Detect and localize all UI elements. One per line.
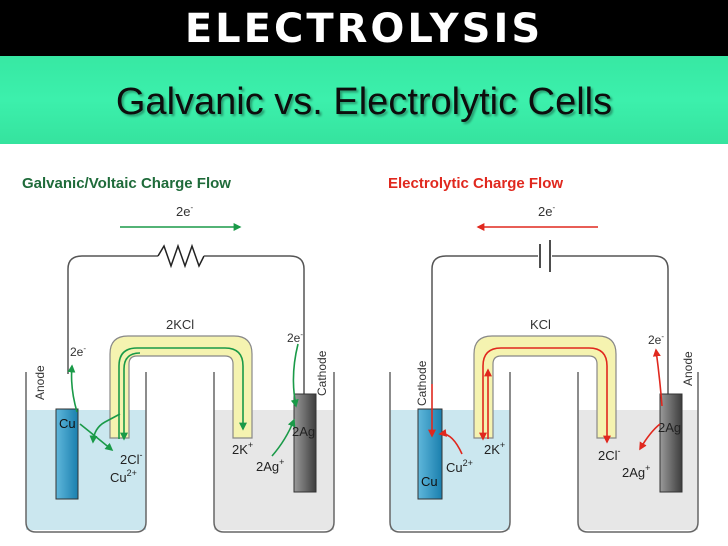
electrolytic-cathode-ion: Cu2+	[446, 458, 473, 475]
electrolytic-arrow-anode-up	[652, 348, 663, 407]
electrolytic-anode-ion: 2Ag+	[622, 463, 650, 480]
electrolytic-bridge-arrow	[479, 347, 611, 444]
cells-diagram: Galvanic/Voltaic Charge Flow 2e- 2KCl Cu…	[22, 175, 699, 533]
electrolytic-wire-electrons: 2e-	[538, 203, 555, 219]
subtitle-bar	[0, 56, 728, 144]
galvanic-cathode-label: Cathode	[315, 350, 329, 396]
galvanic-cathode-product: 2Ag	[292, 424, 315, 439]
galvanic-left-beaker	[25, 372, 147, 533]
galvanic-wire-electrons: 2e-	[176, 203, 193, 219]
electrolytic-arrow-cu-in	[438, 429, 463, 455]
galvanic-cathode-electrons: 2e-	[287, 330, 303, 345]
galvanic-anion: 2Cl-	[120, 450, 143, 467]
electrolytic-wire-right	[552, 255, 669, 394]
galvanic-ag-electrode	[293, 393, 317, 493]
electrolytic-ag-electrode	[659, 393, 683, 493]
electrolytic-cell: Electrolytic Charge Flow 2e- KCl Cu 2Ag …	[388, 175, 699, 533]
galvanic-anode-label: Anode	[33, 365, 47, 400]
galvanic-right-beaker	[213, 372, 335, 533]
electrolytic-title: Electrolytic Charge Flow	[388, 175, 563, 192]
galvanic-cathode-ion: 2Ag+	[256, 457, 284, 474]
galvanic-bridge-anion-arrow	[120, 352, 141, 441]
galvanic-anode-metal: Cu	[59, 416, 76, 431]
electrolytic-anode-label: Anode	[681, 351, 695, 386]
galvanic-cu-electrode	[55, 408, 79, 500]
electrolytic-right-beaker	[577, 372, 699, 533]
galvanic-cation-product: Cu2+	[110, 468, 137, 485]
electrolytic-anode-electrons: 2e-	[648, 332, 664, 347]
electrolytic-anion: 2Cl-	[598, 446, 621, 463]
resistor-icon	[157, 243, 205, 269]
header-title: ELECTROLYSIS	[184, 6, 544, 52]
galvanic-anode-electrons: 2e-	[70, 344, 86, 359]
galvanic-bridge-cation: 2K+	[232, 440, 253, 457]
subtitle-title: Galvanic vs. Electrolytic Cells	[115, 81, 613, 123]
header-bar	[0, 0, 728, 56]
electrolytic-cathode-label: Cathode	[415, 360, 429, 406]
electrolytic-cathode-metal: Cu	[421, 474, 438, 489]
electrolytic-salt-bridge-label: KCl	[530, 317, 551, 332]
electrolytic-anode-product: 2Ag	[658, 420, 681, 435]
electrolytic-arrow-ag-out	[639, 423, 661, 451]
galvanic-cell: Galvanic/Voltaic Charge Flow 2e- 2KCl Cu…	[22, 175, 335, 533]
galvanic-wire-right	[204, 255, 305, 394]
galvanic-wire-left	[67, 255, 158, 374]
electrolytic-left-beaker	[389, 372, 511, 533]
galvanic-arrow-anode-up	[67, 364, 78, 413]
electrolytic-cu-electrode	[417, 408, 443, 500]
galvanic-arrow-cl	[89, 413, 121, 444]
galvanic-bridge-cation-arrow	[118, 347, 247, 439]
galvanic-arrow-ag-in	[271, 418, 296, 457]
electrolytic-bridge-cation: 2K+	[484, 440, 505, 457]
galvanic-arrow-cathode-down	[290, 343, 299, 408]
electrolytic-wire-left	[431, 255, 538, 384]
galvanic-arrow-cu-out	[79, 423, 114, 452]
galvanic-title: Galvanic/Voltaic Charge Flow	[22, 175, 231, 192]
galvanic-salt-bridge-label: 2KCl	[166, 317, 194, 332]
